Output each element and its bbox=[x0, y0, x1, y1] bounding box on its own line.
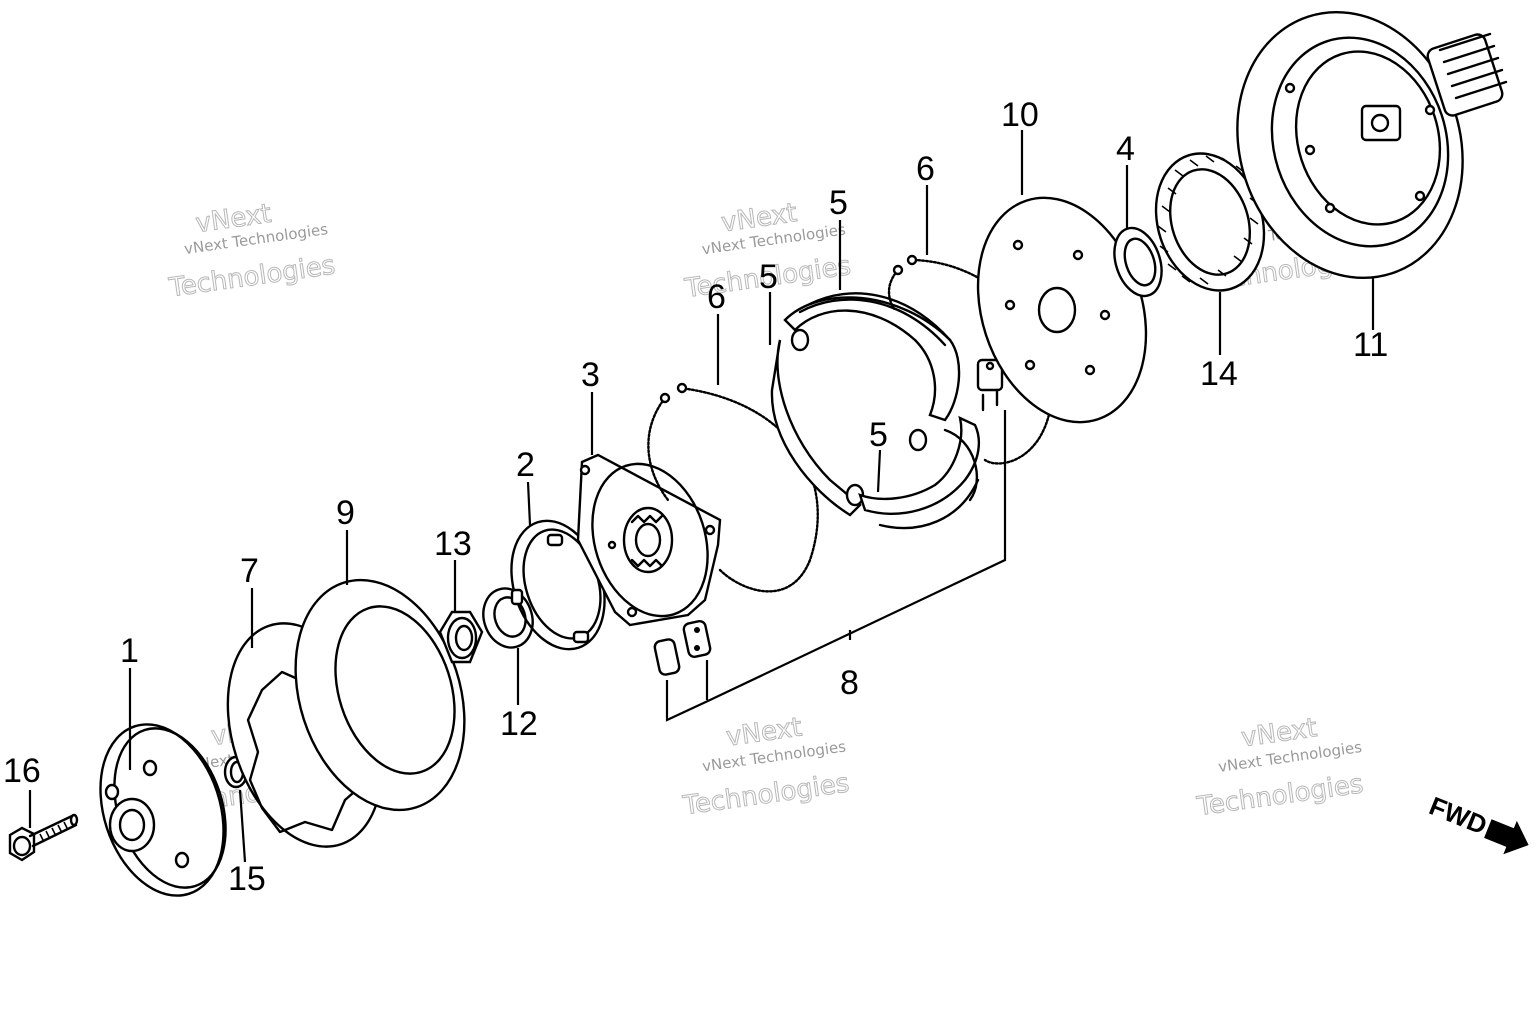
callout-13: 13 bbox=[434, 525, 472, 563]
part-clutch-shoes bbox=[770, 292, 981, 530]
forward-arrow: FWD bbox=[1425, 791, 1529, 855]
part-spring-left bbox=[647, 382, 819, 593]
callout-11: 11 bbox=[1353, 326, 1388, 364]
part-pins bbox=[653, 358, 1004, 676]
callout-15: 15 bbox=[228, 860, 266, 898]
watermark-text: Technologies bbox=[1195, 769, 1366, 822]
part-clutch-drum bbox=[1236, 10, 1508, 280]
watermark-text: Technologies bbox=[681, 768, 852, 821]
callout-9: 9 bbox=[336, 494, 355, 532]
callout-14: 14 bbox=[1200, 355, 1238, 393]
callout-6-left: 6 bbox=[707, 278, 726, 316]
part-bolt bbox=[8, 813, 79, 862]
callout-labels: 16 1 15 7 9 13 12 2 3 6 5 5 5 6 10 4 14 … bbox=[3, 96, 1388, 898]
watermark: vNext vNext Technologies Technologies bbox=[166, 198, 338, 304]
callout-5-left: 5 bbox=[759, 258, 778, 296]
part-one-way-clutch bbox=[1154, 152, 1266, 292]
callout-1: 1 bbox=[120, 632, 139, 670]
callout-5-top: 5 bbox=[829, 184, 848, 222]
arrow-right-icon bbox=[1484, 819, 1529, 855]
part-clutch-hub bbox=[576, 453, 722, 627]
watermark: vNext vNext Technologies Technologies bbox=[680, 712, 852, 822]
callout-4: 4 bbox=[1116, 130, 1135, 168]
callout-2: 2 bbox=[516, 446, 535, 484]
leader-lines bbox=[28, 130, 1375, 863]
callout-3: 3 bbox=[581, 356, 600, 394]
fwd-label: FWD bbox=[1425, 791, 1491, 841]
part-drive-plate bbox=[99, 723, 227, 897]
callout-6-right: 6 bbox=[916, 150, 935, 188]
part-nut bbox=[438, 610, 484, 664]
callout-12: 12 bbox=[500, 705, 538, 743]
callout-16: 16 bbox=[3, 752, 41, 790]
callout-8: 8 bbox=[840, 664, 859, 702]
part-thin-disc bbox=[294, 578, 466, 812]
watermark-text: Technologies bbox=[167, 250, 338, 303]
part-collar bbox=[1113, 226, 1163, 298]
callout-5-lower: 5 bbox=[869, 416, 888, 454]
callout-7: 7 bbox=[240, 552, 259, 590]
callout-10: 10 bbox=[1001, 96, 1039, 134]
part-washer bbox=[482, 587, 534, 649]
watermark: vNext vNext Technologies Technologies bbox=[1194, 713, 1366, 823]
